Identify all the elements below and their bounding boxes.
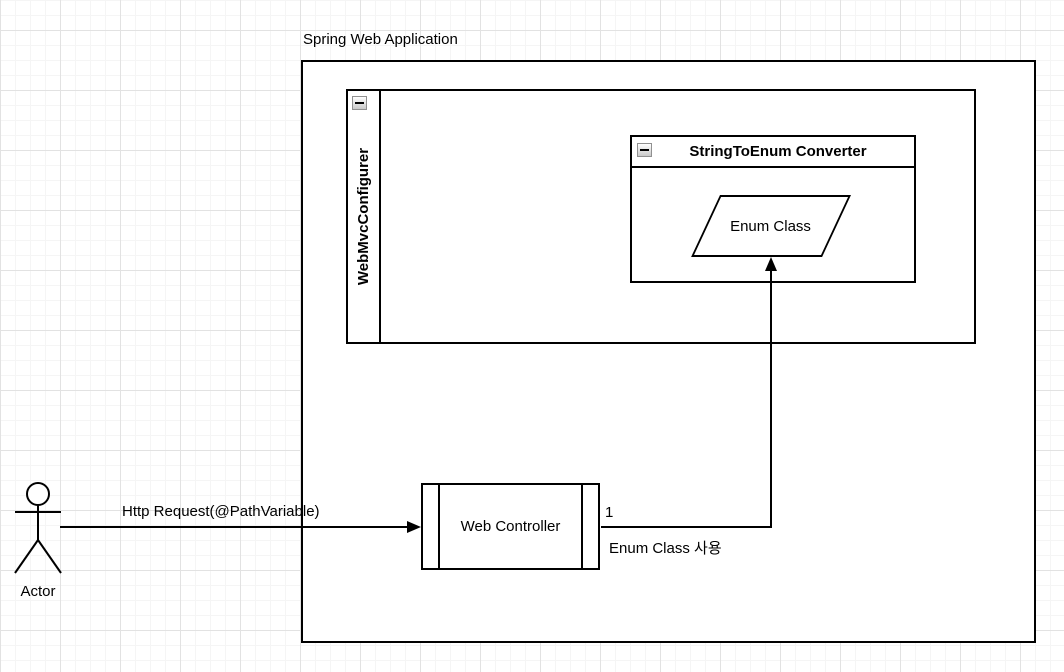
actor-figure[interactable] [14,482,62,574]
actor-head [26,482,50,506]
webmvcconfigurer-title-bar: WebMvcConfigurer [348,91,381,342]
web-controller-box[interactable]: Web Controller [421,483,600,570]
enum-class-usage-label: Enum Class 사용 [609,540,722,557]
edge-cardinality-label: 1 [605,504,614,521]
stringtoenum-converter-label: StringToEnum Converter [689,143,867,160]
web-controller-label: Web Controller [460,518,561,535]
minus-icon [355,102,364,104]
webmvcconfigurer-label: WebMvcConfigurer [355,147,373,286]
minus-icon [640,149,649,151]
process-bar-left [438,485,440,568]
stringtoenum-converter-header: StringToEnum Converter [632,137,914,168]
http-request-edge-label: Http Request(@PathVariable) [122,503,320,520]
collapse-icon[interactable] [352,96,367,110]
process-bar-right [581,485,583,568]
actor-leg-left [14,539,39,574]
diagram-title: Spring Web Application [303,31,458,48]
enum-class-label: Enum Class [730,217,811,235]
actor-label: Actor [20,583,56,600]
actor-leg-right [37,539,62,574]
collapse-icon[interactable] [637,143,652,157]
